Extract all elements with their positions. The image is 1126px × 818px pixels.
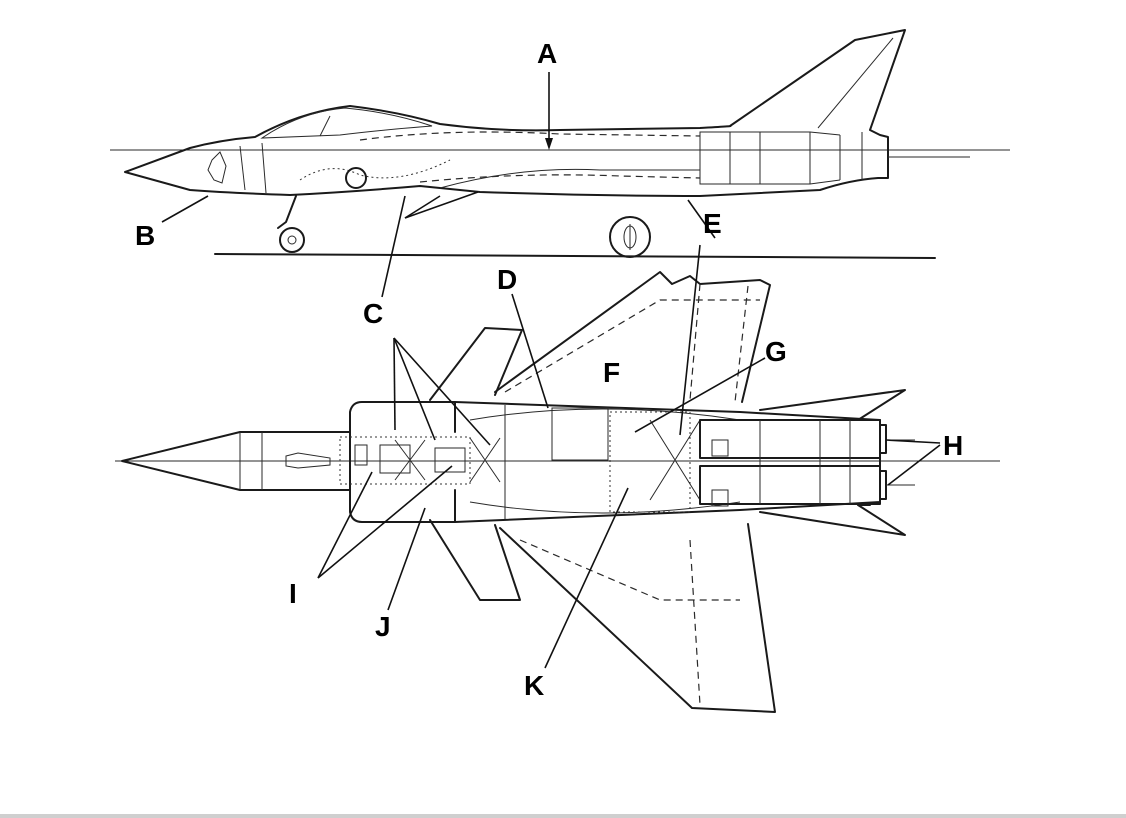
main-wheel [609, 216, 651, 258]
label-f: F [603, 357, 620, 388]
plan-view [115, 271, 1000, 713]
label-a: A [537, 38, 557, 69]
side-canopy [260, 107, 433, 139]
label-g: G [765, 336, 787, 367]
leader-k [544, 487, 629, 669]
labels: A B C D E F G H I J K [135, 38, 963, 701]
label-k: K [524, 670, 544, 701]
probe-icon [285, 452, 331, 469]
label-i: I [289, 578, 297, 609]
leader-i [317, 471, 373, 579]
leader-c-down [393, 337, 396, 431]
plan-bay-d [551, 407, 609, 461]
plan-nose [121, 431, 351, 491]
bottom-rule [0, 814, 1126, 818]
nose-wheel [279, 227, 305, 253]
label-d: D [497, 264, 517, 295]
leader-j [387, 507, 426, 611]
leader-d [511, 293, 549, 409]
plan-upper-wing [494, 271, 771, 403]
plan-upper-tailplane [759, 389, 906, 421]
label-e: E [703, 208, 722, 239]
label-j: J [375, 611, 391, 642]
ground-line [214, 253, 936, 259]
plan-upper-canard [429, 327, 523, 401]
label-h: H [943, 430, 963, 461]
side-view [110, 29, 1010, 259]
leader-lines [161, 72, 941, 669]
plan-lower-tailplane [759, 504, 906, 536]
plan-upper-intake [349, 401, 456, 433]
side-fuselage [124, 29, 906, 197]
leader-h [885, 439, 941, 444]
plan-lower-wing [499, 523, 776, 713]
label-b: B [135, 220, 155, 251]
leader-e-down [679, 244, 701, 436]
radar-antenna-icon [207, 151, 227, 184]
leader-c-up [381, 195, 406, 298]
leader-b [161, 195, 209, 223]
leader-g [634, 357, 766, 433]
label-c: C [363, 298, 383, 329]
plan-lower-canard [429, 519, 521, 601]
plan-engine-upper [699, 419, 881, 459]
side-fin-spar [817, 37, 894, 129]
plan-fuselage [454, 401, 881, 523]
leader-e-up [687, 199, 716, 239]
plan-engine-lower [699, 465, 881, 505]
nose-gear [277, 195, 297, 229]
plan-lower-intake [349, 489, 456, 523]
